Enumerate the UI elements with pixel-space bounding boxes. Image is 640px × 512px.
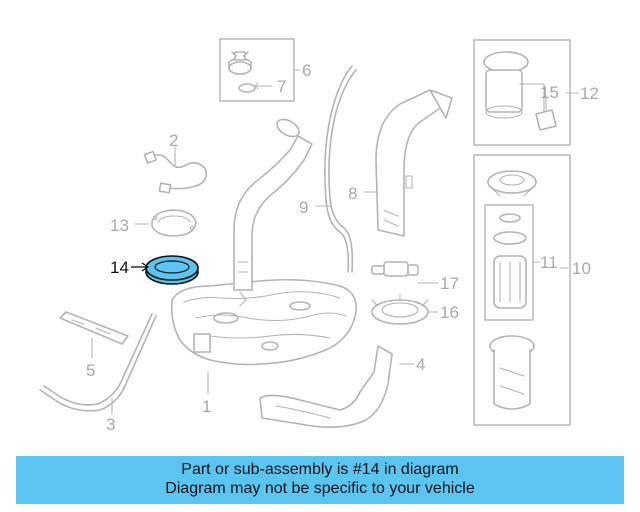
callout-15: 15 xyxy=(540,83,559,102)
callout-4: 4 xyxy=(416,355,425,374)
seal-ring-part-14 xyxy=(145,255,199,285)
fuel-tank-part xyxy=(170,278,357,366)
banner-line-2: Diagram may not be specific to your vehi… xyxy=(165,480,475,497)
pump-top-part xyxy=(487,170,537,197)
vent-tube-part xyxy=(324,65,357,273)
filler-cap-part xyxy=(228,51,273,93)
callout-11: 11 xyxy=(540,253,558,272)
parts-diagram: 7 6 2 13 14 1 xyxy=(39,38,599,434)
callout-1: 1 xyxy=(202,397,211,416)
callout-10: 10 xyxy=(572,259,591,278)
filler-neck-part xyxy=(233,118,313,291)
callout-7: 7 xyxy=(277,77,286,96)
info-banner: Part or sub-assembly is #14 in diagram D… xyxy=(16,456,624,504)
part-10-box xyxy=(473,154,571,426)
callout-2: 2 xyxy=(169,131,178,150)
sensor-wire-part xyxy=(143,146,208,194)
gasket-ring-part xyxy=(134,209,197,237)
callout-5: 5 xyxy=(86,361,95,380)
callout-9: 9 xyxy=(299,198,308,217)
connector-part xyxy=(371,261,419,277)
callout-3: 3 xyxy=(106,415,115,434)
bracket-part xyxy=(59,311,129,345)
lock-ring-part xyxy=(371,293,429,325)
heat-shield-part xyxy=(259,345,393,428)
filter-assembly-part xyxy=(493,213,527,309)
callout-14: 14 xyxy=(110,258,129,277)
banner-line-1: Part or sub-assembly is #14 in diagram xyxy=(181,461,459,478)
callout-12: 12 xyxy=(580,84,599,103)
callout-8: 8 xyxy=(348,184,357,203)
callout-13: 13 xyxy=(110,216,129,235)
pump-housing-part xyxy=(489,335,535,410)
filler-pipe-part xyxy=(375,89,453,237)
pump-module-part xyxy=(483,51,557,131)
callout-17: 17 xyxy=(440,274,459,293)
callout-6: 6 xyxy=(302,61,311,80)
strap-part xyxy=(39,313,157,412)
callout-16: 16 xyxy=(440,303,459,322)
